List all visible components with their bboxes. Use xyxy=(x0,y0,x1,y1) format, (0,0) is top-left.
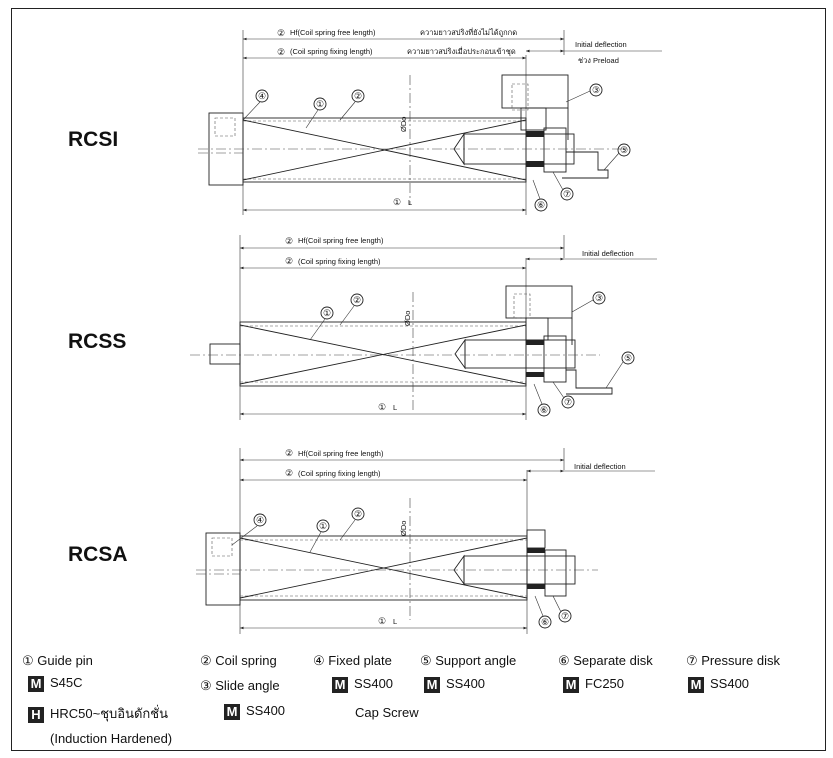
rcsi-do-label: ØDo xyxy=(399,117,408,132)
rcss-fix-label: (Coil spring fixing length) xyxy=(298,257,381,266)
material-ss400: SS400 xyxy=(246,703,286,718)
rcss-balloon-3: ③ xyxy=(595,293,603,303)
rcss-drawing: ② Hf(Coil spring free length) ② (Coil sp… xyxy=(190,235,657,420)
rcsa-l-label: L xyxy=(393,617,397,626)
material-h-badge: H xyxy=(28,706,44,723)
rcsi-l-balloon: ① xyxy=(393,197,401,207)
rcsa-balloon-1: ① xyxy=(319,521,327,531)
rcsi-l-label: L xyxy=(408,198,412,207)
rcsa-initial-deflection: Initial deflection xyxy=(574,462,626,471)
rcsi-hf-thai: ความยาวสปริงที่ยังไม่ได้ถูกกด xyxy=(420,27,517,37)
diagram-frame xyxy=(11,8,826,751)
material-m-badge: M xyxy=(224,703,240,720)
material-m-badge: M xyxy=(332,676,348,693)
rcsa-fix-balloon: ② xyxy=(285,468,293,478)
legend-separate-disk: ⑥ Separate disk xyxy=(558,653,653,668)
rcss-balloon-1: ① xyxy=(323,308,331,318)
legend-fixed-plate-material: M SS400 xyxy=(332,676,393,693)
rcsa-balloon-6: ⑥ xyxy=(541,617,549,627)
rcss-initial-deflection: Initial deflection xyxy=(582,249,634,258)
rcsa-balloon-7: ⑦ xyxy=(561,611,569,621)
rcss-fix-balloon: ② xyxy=(285,256,293,266)
rcsi-balloon-6: ⑥ xyxy=(537,200,545,210)
material-hrc50: HRC50~ชุบอินดักชั่น xyxy=(50,706,169,721)
rcsi-fix-balloon: ② xyxy=(277,47,285,57)
rcss-balloon-6: ⑥ xyxy=(540,405,548,415)
rcsi-initial-deflection: Initial deflection xyxy=(575,40,627,49)
rcsa-drawing: ② Hf(Coil spring free length) ② (Coil sp… xyxy=(196,448,655,634)
rcss-hf-label: Hf(Coil spring free length) xyxy=(298,236,384,245)
material-ss400: SS400 xyxy=(354,676,394,691)
rcsa-l-balloon: ① xyxy=(378,616,386,626)
legend-fixed-plate: ④ Fixed plate xyxy=(313,653,392,668)
rcsi-fix-thai: ความยาวสปริงเมื่อประกอบเข้าชุด xyxy=(407,46,516,56)
legend-cap-screw: Cap Screw xyxy=(355,705,419,720)
material-m-badge: M xyxy=(28,675,44,692)
rcsa-balloon-4: ④ xyxy=(256,515,264,525)
rcsi-balloon-2: ② xyxy=(354,91,362,101)
material-m-badge: M xyxy=(424,676,440,693)
legend-guide-pin: ① Guide pin xyxy=(22,653,93,668)
rcsa-hf-label: Hf(Coil spring free length) xyxy=(298,449,384,458)
legend-separate-disk-material: M FC250 xyxy=(563,676,624,693)
legend-guide-pin-hardening: H HRC50~ชุบอินดักชั่น xyxy=(28,703,168,724)
rcsa-balloon-2: ② xyxy=(354,509,362,519)
rcsi-balloon-3: ③ xyxy=(592,85,600,95)
rcsi-preload: ช่วง Preload xyxy=(578,56,619,65)
material-m-badge: M xyxy=(688,676,704,693)
rcsa-hf-balloon: ② xyxy=(285,448,293,458)
legend-pressure-disk-material: M SS400 xyxy=(688,676,749,693)
legend-slide-angle-material: M SS400 xyxy=(224,703,285,720)
rcsi-fix-label: (Coil spring fixing length) xyxy=(290,47,373,56)
rcsi-drawing: Hf(Coil spring free length) ② ความยาวสปร… xyxy=(198,27,662,215)
legend-coil-spring: ② Coil spring xyxy=(200,653,277,668)
rcsi-hf-label: Hf(Coil spring free length) xyxy=(290,28,376,37)
rcss-balloon-5: ⑤ xyxy=(624,353,632,363)
legend-induction-note: (Induction Hardened) xyxy=(50,731,173,746)
legend-pressure-disk: ⑦ Pressure disk xyxy=(686,653,781,668)
rcsi-hf-balloon: ② xyxy=(277,28,285,38)
rcsi-balloon-5: ⑤ xyxy=(620,145,628,155)
rcss-l-label: L xyxy=(393,403,397,412)
legend-guide-pin-material: M S45C xyxy=(28,675,83,692)
rcss-l-balloon: ① xyxy=(378,402,386,412)
rcsa-do-label: ØDo xyxy=(399,521,408,536)
legend-support-angle-material: M SS400 xyxy=(424,676,485,693)
model-title-rcss: RCSS xyxy=(68,330,127,353)
rcsi-balloon-4: ④ xyxy=(258,91,266,101)
rcss-balloon-7: ⑦ xyxy=(564,397,572,407)
rcsi-balloon-1: ① xyxy=(316,99,324,109)
material-s45c: S45C xyxy=(50,675,83,690)
material-fc250: FC250 xyxy=(585,676,625,691)
material-ss400: SS400 xyxy=(710,676,750,691)
rcsi-balloon-7: ⑦ xyxy=(563,189,571,199)
legend-support-angle: ⑤ Support angle xyxy=(420,653,517,668)
rcss-hf-balloon: ② xyxy=(285,236,293,246)
model-title-rcsa: RCSA xyxy=(68,543,128,566)
rcsa-fix-label: (Coil spring fixing length) xyxy=(298,469,381,478)
rcss-balloon-2: ② xyxy=(353,295,361,305)
material-m-badge: M xyxy=(563,676,579,693)
model-title-rcsi: RCSI xyxy=(68,128,119,151)
rcss-do-label: ØDo xyxy=(403,311,412,326)
legend-slide-angle: ③ Slide angle xyxy=(200,678,280,693)
material-ss400: SS400 xyxy=(446,676,486,691)
